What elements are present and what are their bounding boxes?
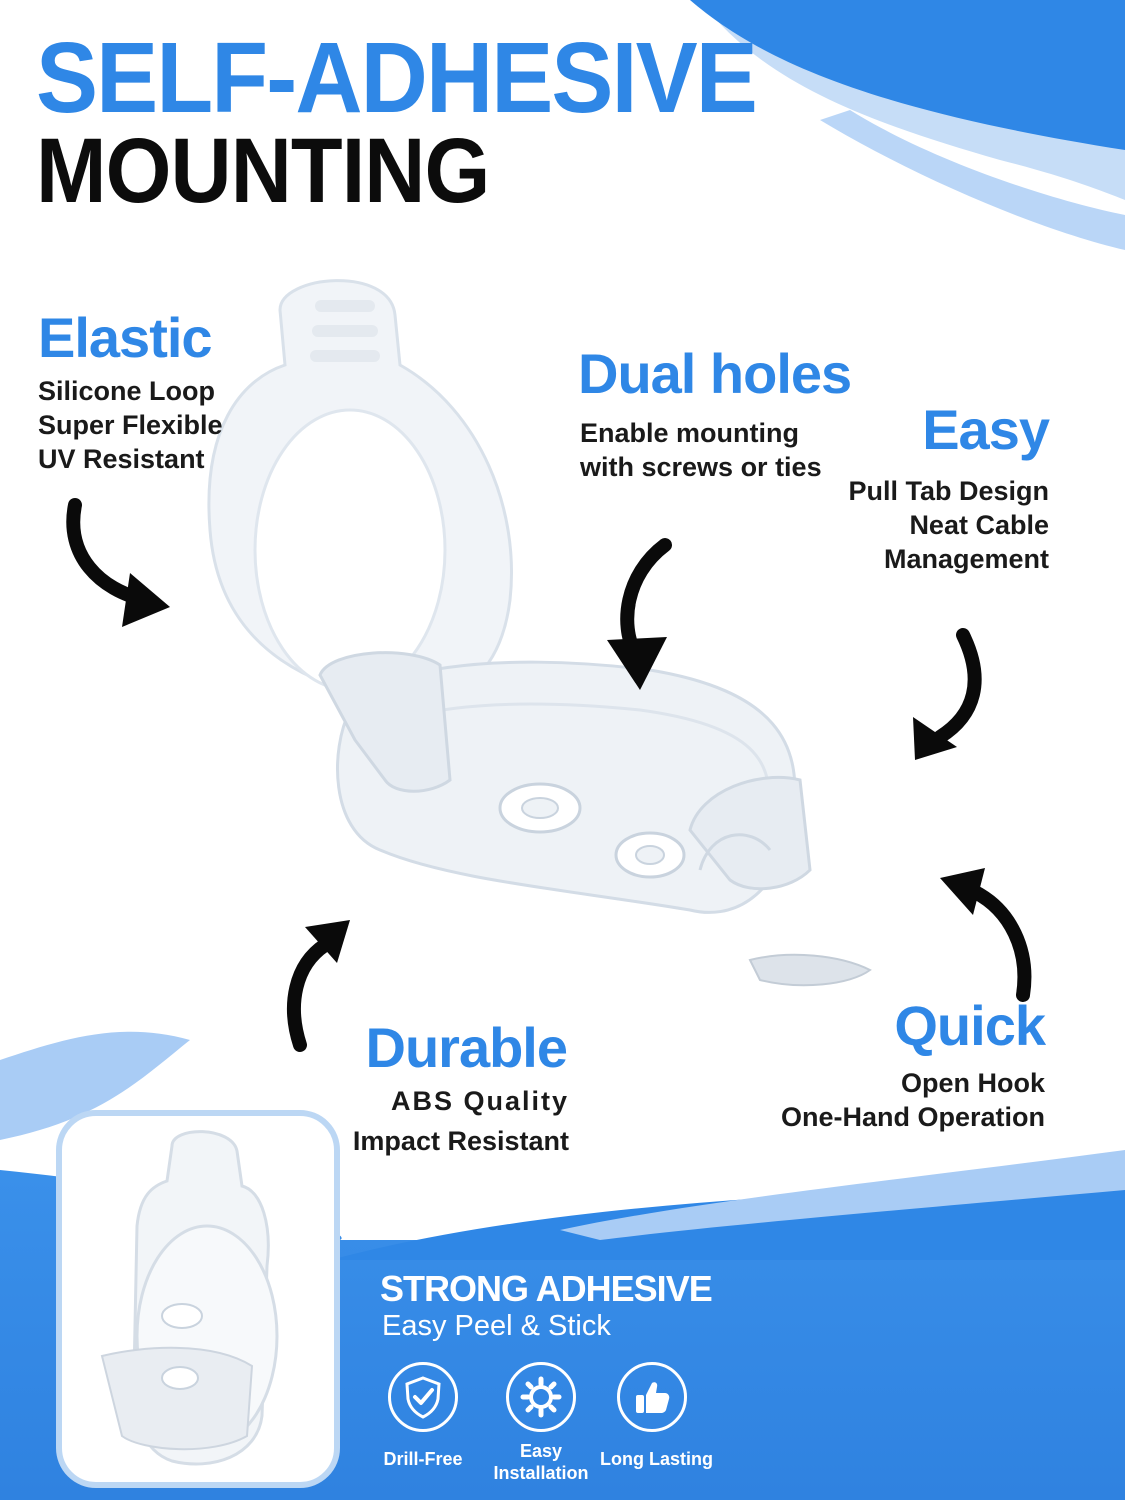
gear-tools-icon <box>520 1376 562 1418</box>
feature-elastic-line: UV Resistant <box>38 444 205 474</box>
arrow-durable-icon <box>287 920 350 1052</box>
feature-durable-line: Impact Resistant <box>352 1126 569 1156</box>
feature-easy-line: Neat Cable <box>909 510 1049 540</box>
drill-free-label: Drill-Free <box>383 1449 463 1469</box>
page-title-line2: MOUNTING <box>36 120 490 222</box>
easy-installation-badge <box>506 1362 576 1432</box>
feature-elastic-title: Elastic <box>38 306 213 369</box>
drill-free-badge <box>388 1362 458 1432</box>
feature-dual-holes-line: Enable mounting <box>580 418 799 448</box>
feature-dual-holes-title: Dual holes <box>578 342 852 405</box>
adhesive-subtitle: Easy Peel & Stick <box>382 1310 611 1342</box>
feature-easy-title: Easy <box>922 398 1050 461</box>
arrow-easy-icon <box>913 628 982 760</box>
feature-durable-line: ABS Quality <box>390 1086 569 1116</box>
arrow-quick-icon <box>940 868 1032 1002</box>
easy-installation-label: Easy Installation <box>493 1441 589 1483</box>
product-image <box>207 279 872 987</box>
feature-elastic-line: Super Flexible <box>38 410 223 440</box>
page-title-line1: SELF-ADHESIVE <box>36 22 758 134</box>
feature-easy-line: Management <box>883 544 1049 574</box>
shield-check-icon <box>405 1376 441 1419</box>
feature-quick-title: Quick <box>894 994 1046 1057</box>
feature-dual-holes-line: with screws or ties <box>580 452 822 482</box>
long-lasting-label: Long Lasting <box>600 1449 713 1469</box>
feature-elastic-line: Silicone Loop <box>38 376 216 406</box>
feature-durable-title: Durable <box>365 1016 568 1079</box>
long-lasting-badge <box>617 1362 687 1432</box>
adhesive-title: STRONG ADHESIVE <box>380 1268 713 1309</box>
inset-product-back-image <box>56 1110 340 1488</box>
arrow-elastic-icon <box>66 498 170 627</box>
feature-easy-line: Pull Tab Design <box>848 476 1049 506</box>
feature-quick-line: Open Hook <box>900 1068 1045 1098</box>
thumbs-up-icon <box>636 1382 670 1413</box>
arrow-dual-holes-icon <box>607 538 672 690</box>
feature-quick-line: One-Hand Operation <box>780 1102 1045 1132</box>
